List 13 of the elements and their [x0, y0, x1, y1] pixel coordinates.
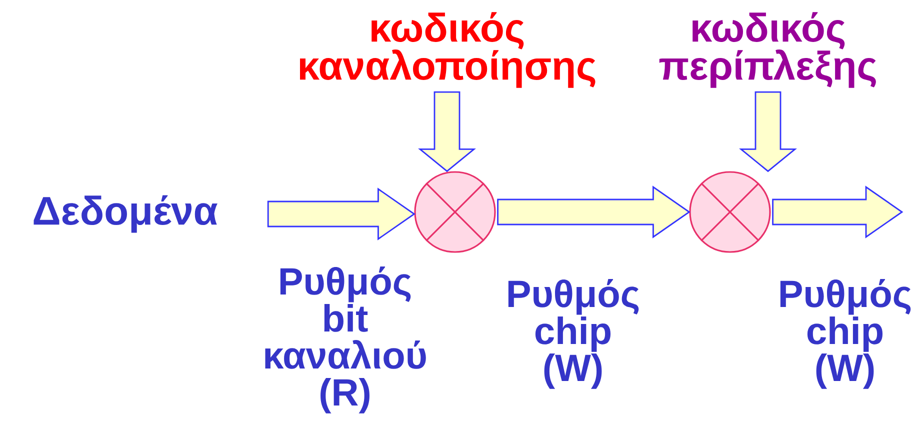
block-arrow — [418, 91, 476, 172]
rate-label: Ρυθμός chip (W) — [508, 279, 639, 389]
block-arrow — [267, 188, 416, 240]
mixer-circle — [689, 171, 771, 253]
code-label: κωδικός περίπλεξης — [659, 12, 876, 88]
code-label: κωδικός καναλοποίησης — [300, 12, 596, 88]
rate-label: Ρυθμός bit καναλιού (R) — [265, 266, 426, 414]
block-arrow — [497, 186, 690, 238]
data-label: Δεδομένα — [34, 195, 218, 233]
mixer-circle — [414, 171, 496, 253]
block-arrow — [772, 186, 904, 238]
block-arrow — [739, 91, 797, 172]
rate-label: Ρυθμός chip (W) — [780, 279, 911, 389]
